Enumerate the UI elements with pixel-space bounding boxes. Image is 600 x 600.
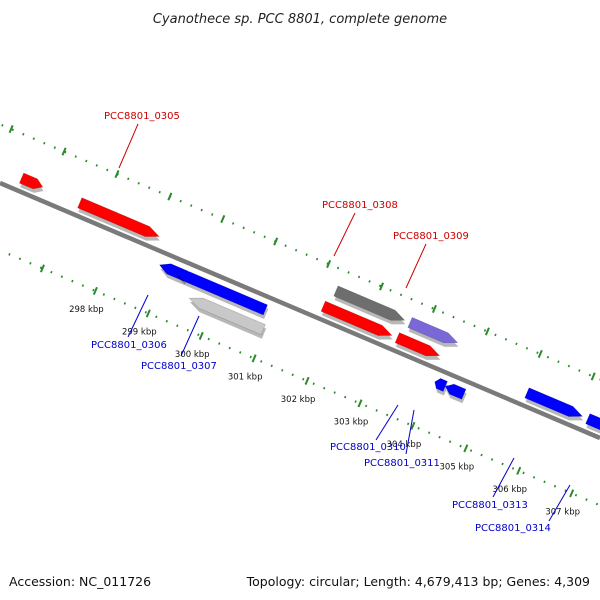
genome-backbone — [0, 180, 600, 441]
major-tick — [410, 421, 416, 430]
major-tick — [273, 237, 279, 246]
gene-label-0306[interactable]: PCC8801_0306 — [91, 294, 167, 351]
gene-feature[interactable] — [77, 197, 160, 241]
major-tick — [537, 349, 543, 359]
major-tick — [590, 372, 596, 381]
major-tick — [357, 399, 363, 408]
gene-label-0310[interactable]: PCC8801_0310 — [330, 404, 406, 453]
gene-feature[interactable] — [174, 271, 269, 319]
major-tick — [114, 169, 120, 179]
major-tick — [39, 264, 45, 273]
gene-arrow — [174, 271, 268, 316]
gene-feature[interactable] — [434, 378, 449, 396]
map-title: Cyanothece sp. PCC 8801, complete genome — [153, 12, 447, 27]
gene-arrow — [333, 285, 406, 321]
gene-feature[interactable] — [444, 383, 467, 404]
major-tick — [145, 309, 151, 318]
major-tick — [92, 286, 98, 295]
gene-feature[interactable] — [333, 285, 406, 325]
gene-feature[interactable] — [394, 332, 441, 360]
accession-label: Accession: NC_011726 — [9, 574, 151, 589]
gene-arrow — [77, 197, 160, 237]
gene-label-text: PCC8801_0307 — [141, 361, 217, 372]
major-tick — [431, 304, 437, 314]
gene-feature[interactable] — [407, 317, 459, 347]
major-tick — [326, 259, 332, 269]
tick-label: 299 kbp — [122, 328, 157, 338]
tick-label: 307 kbp — [545, 507, 580, 517]
tick-label: 304 kbp — [387, 440, 422, 450]
major-tick — [379, 282, 385, 291]
gene-arrow — [585, 413, 600, 431]
tick-label: 298 kbp — [69, 305, 104, 315]
gene-labels: PCC8801_0305 PCC8801_0306 PCC8801_0307 P… — [91, 111, 571, 534]
tick-label: 306 kbp — [492, 485, 527, 495]
gene-feature[interactable] — [585, 413, 600, 449]
tick-label: 301 kbp — [228, 373, 263, 383]
gene-arrow — [394, 332, 441, 357]
major-tick — [251, 354, 257, 363]
major-tick — [569, 489, 575, 498]
gene-arrow — [407, 317, 459, 344]
gene-arrow — [444, 383, 467, 400]
tick-marks: 298 kbp 299 kbp 300 kbp 301 kbp 302 kbp 303 k… — [8, 124, 596, 517]
major-tick — [198, 331, 204, 340]
gene-label-0309[interactable]: PCC8801_0309 — [393, 231, 469, 289]
gene-label-0308[interactable]: PCC8801_0308 — [322, 200, 398, 257]
gene-label-0307[interactable]: PCC8801_0307 — [141, 315, 217, 372]
gene-feature[interactable] — [320, 300, 393, 340]
gene-label-text: PCC8801_0311 — [364, 458, 440, 469]
grid-track-outer — [0, 123, 600, 381]
gene-label-text: PCC8801_0305 — [104, 111, 180, 122]
gene-label-text: PCC8801_0308 — [322, 200, 398, 211]
gene-label-0305[interactable]: PCC8801_0305 — [104, 111, 180, 169]
major-tick — [484, 327, 490, 336]
gene-arrow — [18, 172, 44, 190]
tick-label: 302 kbp — [281, 395, 316, 405]
gene-label-0313[interactable]: PCC8801_0313 — [452, 457, 528, 511]
gene-arrow — [188, 297, 266, 336]
tick-label: 305 kbp — [440, 463, 475, 473]
gene-feature[interactable] — [524, 387, 584, 421]
major-tick — [516, 466, 522, 475]
genome-summary: Topology: circular; Length: 4,679,413 bp… — [246, 574, 590, 589]
major-tick — [167, 192, 173, 201]
major-tick — [61, 147, 67, 156]
gene-label-text: PCC8801_0313 — [452, 500, 528, 511]
major-tick — [463, 444, 469, 453]
gene-arrow — [320, 300, 393, 336]
major-tick — [220, 214, 226, 224]
gene-label-text: PCC8801_0309 — [393, 231, 469, 242]
major-tick — [8, 124, 14, 134]
major-tick — [304, 376, 310, 385]
gene-label-text: PCC8801_0314 — [475, 523, 551, 534]
tick-label: 300 kbp — [175, 350, 210, 360]
gene-label-0314[interactable]: PCC8801_0314 — [475, 484, 571, 534]
gene-label-0311[interactable]: PCC8801_0311 — [364, 409, 440, 469]
gene-arrow — [524, 387, 584, 417]
tick-label: 303 kbp — [334, 418, 369, 428]
gene-feature[interactable] — [18, 172, 44, 193]
gene-features — [18, 172, 600, 449]
gene-arrow — [434, 378, 448, 392]
gene-label-text: PCC8801_0306 — [91, 340, 167, 351]
gene-feature[interactable] — [188, 297, 267, 339]
gene-label-text: PCC8801_0310 — [330, 442, 406, 453]
